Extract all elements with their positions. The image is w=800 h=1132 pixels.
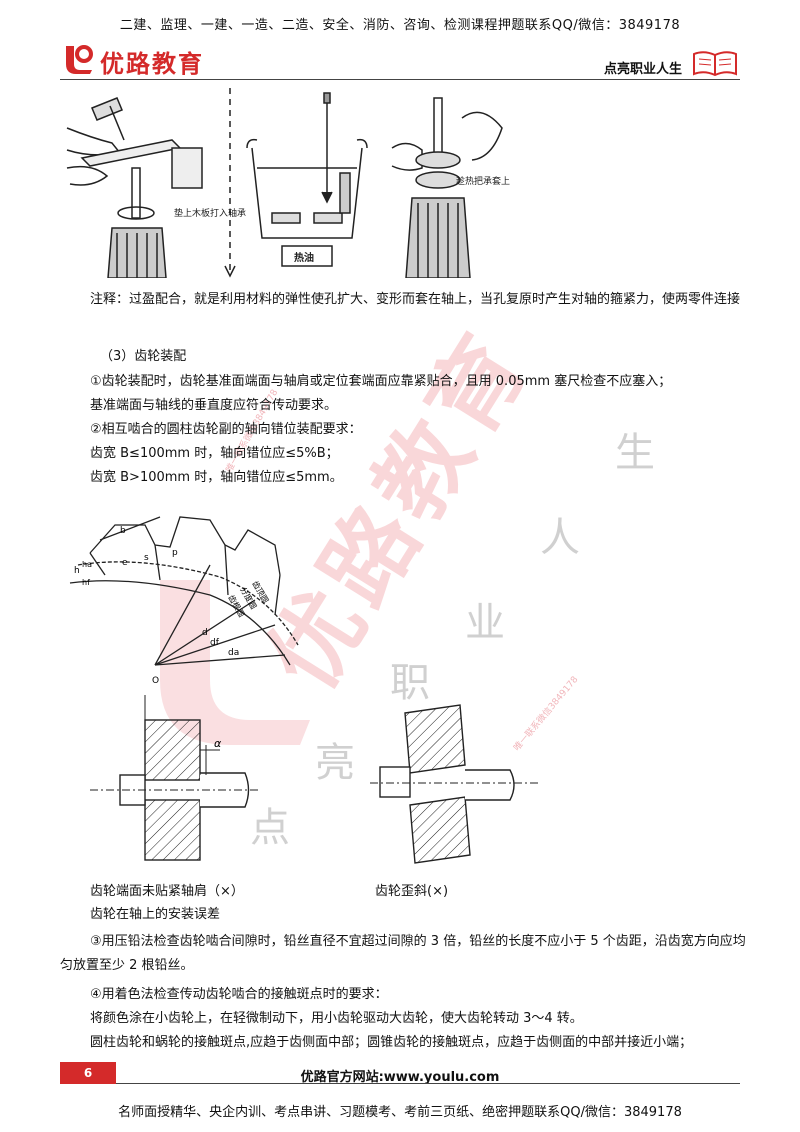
label-wood-board: 垫上木板打入轴承 — [174, 207, 246, 219]
label-df: df — [210, 638, 220, 648]
rule-1a: ①齿轮装配时，齿轮基准面端面与轴肩或定位套端面应靠紧贴合，且用 0.05mm 塞… — [90, 374, 672, 389]
label-ha: ha — [82, 560, 92, 569]
label-alpha: α — [214, 737, 222, 750]
label-s: s — [144, 553, 149, 563]
rule-4-block: ④用着色法检查传动齿轮啮合的接触斑点时的要求： 将颜色涂在小齿轮上，在轻微制动下… — [90, 983, 750, 1055]
youlu-logo-icon — [66, 45, 93, 74]
label-hot-oil: 热油 — [294, 251, 314, 264]
rule-3-block: ③用压铅法检查齿轮啮合间隙时，铅丝直径不宜超过间隙的 3 倍，铅丝的长度不应小于… — [60, 930, 750, 978]
gear-tooth-diagram: b e s p h ha hf 齿顶圆 分度圆 齿根圆 d df da O — [69, 516, 299, 686]
rule-3: ③用压铅法检查齿轮啮合间隙时，铅丝直径不宜超过间隙的 3 倍，铅丝的长度不应小于… — [60, 934, 746, 973]
watermark-char-2: 人 — [540, 515, 580, 561]
caption-right: 齿轮歪斜(×) — [375, 884, 449, 899]
rule-2a: 齿宽 B≤100mm 时，轴向错位应≤5%B； — [90, 446, 339, 461]
note-text: 注释：过盈配合，就是利用材料的弹性使孔扩大、变形而套在轴上，当孔复原时产生对轴的… — [90, 292, 741, 307]
rule-4b: 圆柱齿轮和蜗轮的接触斑点,应趋于齿侧面中部；圆锥齿轮的接触斑点，应趋于齿侧面的中… — [90, 1035, 693, 1050]
watermark-char-6: 点 — [250, 805, 290, 851]
rule-4: ④用着色法检查传动齿轮啮合的接触斑点时的要求： — [90, 987, 388, 1002]
open-book-icon — [693, 51, 737, 76]
rule-2b: 齿宽 B>100mm 时，轴向错位应≤5mm。 — [90, 470, 343, 485]
rule-4a: 将颜色涂在小齿轮上，在轻微制动下，用小齿轮驱动大齿轮，使大齿轮转动 3～4 转。 — [90, 1011, 583, 1026]
label-da: da — [228, 648, 239, 658]
watermark-char-4: 职 — [390, 660, 430, 706]
header-rule — [60, 79, 740, 80]
rule-1b: 基准端面与轴线的垂直度应符合传动要求。 — [90, 398, 338, 413]
header-contact-line: 二建、监理、一建、一造、二造、安全、消防、咨询、检测课程押题联系QQ/微信：38… — [119, 18, 681, 33]
watermark-char-5: 亮 — [315, 740, 355, 786]
install-error-label: 齿轮在轴上的安装误差 — [90, 907, 221, 922]
watermark-char-1: 生 — [615, 430, 655, 476]
gear-rules-block: ①齿轮装配时，齿轮基准面端面与轴肩或定位套端面应靠紧贴合，且用 0.05mm 塞… — [90, 370, 750, 490]
label-h: h — [74, 566, 80, 576]
label-d: d — [202, 628, 208, 638]
label-e: e — [122, 558, 128, 568]
page-number: 6 — [60, 1062, 116, 1084]
bearing-fit-figure: 垫上木板打入轴承 热油 趁热把承套上 — [66, 88, 510, 278]
slogan: 点亮职业人生 — [603, 62, 682, 77]
footer-contact-line: 名师面授精华、央企内训、考点串讲、习题模考、考前三页纸、绝密押题联系QQ/微信：… — [118, 1105, 682, 1120]
caption-left: 齿轮端面未贴紧轴肩（×） — [90, 884, 244, 899]
section-gear-heading: （3）齿轮装配 — [100, 349, 187, 364]
note-paragraph: 注释：过盈配合，就是利用材料的弹性使孔扩大、变形而套在轴上，当孔复原时产生对轴的… — [60, 288, 750, 312]
logo-text: 优路教育 — [100, 50, 204, 78]
footer-rule — [116, 1083, 740, 1084]
footer-website[interactable]: 优路官方网站:www.youlu.com — [300, 1070, 500, 1085]
rule-2: ②相互啮合的圆柱齿轮副的轴向错位装配要求： — [90, 422, 362, 437]
gear-gap-figure: α — [90, 695, 258, 861]
label-o: O — [152, 676, 159, 686]
gear-skew-figure — [370, 704, 538, 864]
label-p: p — [172, 548, 178, 558]
label-hot-sleeve: 趁热把承套上 — [456, 175, 510, 187]
watermark-logo-mark — [160, 580, 310, 745]
label-b: b — [120, 526, 126, 536]
label-hf: hf — [82, 578, 90, 587]
watermark-char-3: 业 — [465, 600, 505, 646]
